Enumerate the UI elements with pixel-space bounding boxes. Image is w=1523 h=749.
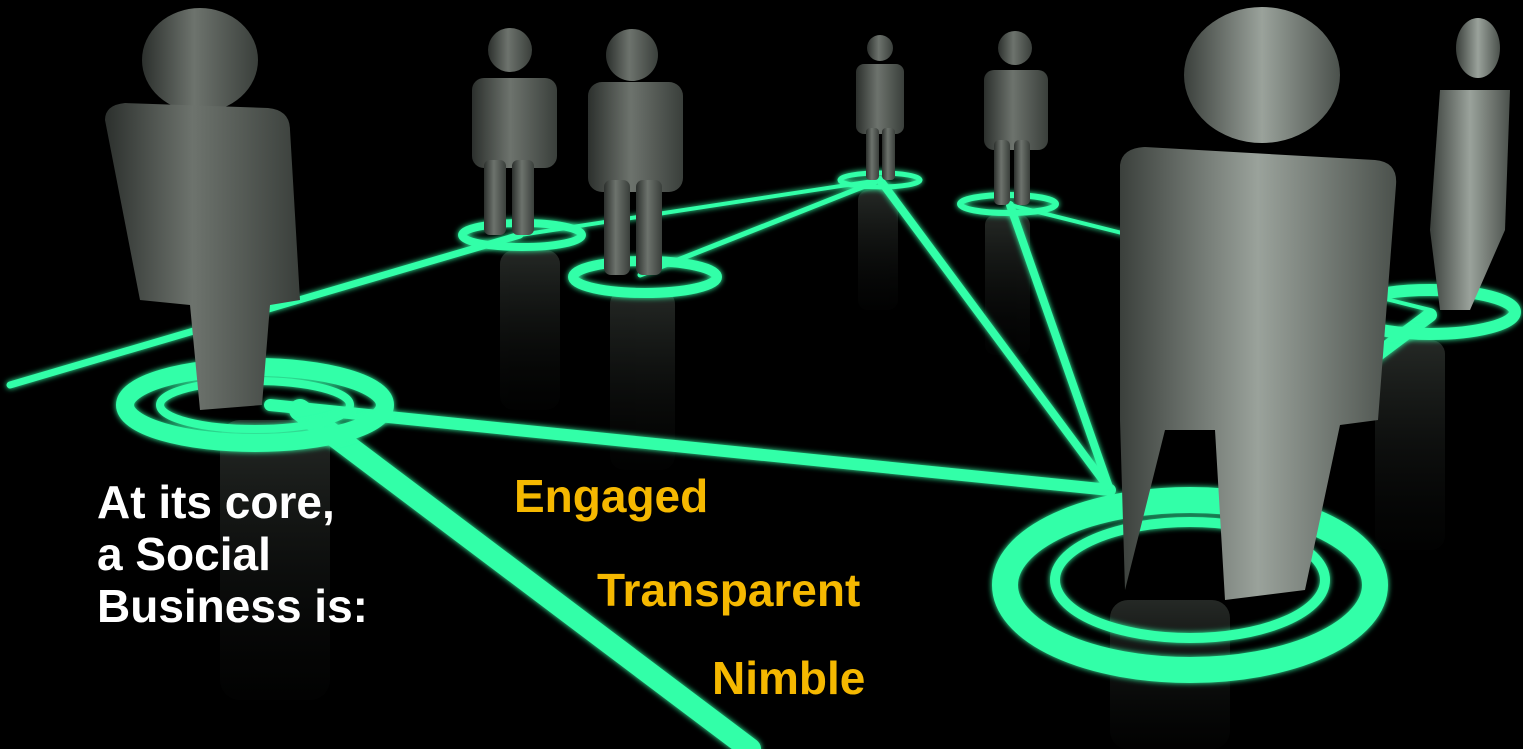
figure-far-right [984, 31, 1048, 205]
quality-nimble: Nimble [712, 652, 866, 704]
figure-far-center [856, 35, 904, 180]
quality-engaged: Engaged [514, 470, 709, 522]
figure-back-middle [588, 29, 683, 275]
figure-back-left [472, 28, 557, 235]
quality-transparent: Transparent [597, 564, 861, 616]
intro-line-1: At its core, [97, 476, 335, 528]
figure-front-left [105, 8, 300, 410]
figure-right-thin [1430, 18, 1510, 310]
figure-front-right [1120, 7, 1397, 600]
intro-line-2: a Social [97, 528, 271, 580]
intro-line-3: Business is: [97, 580, 368, 632]
